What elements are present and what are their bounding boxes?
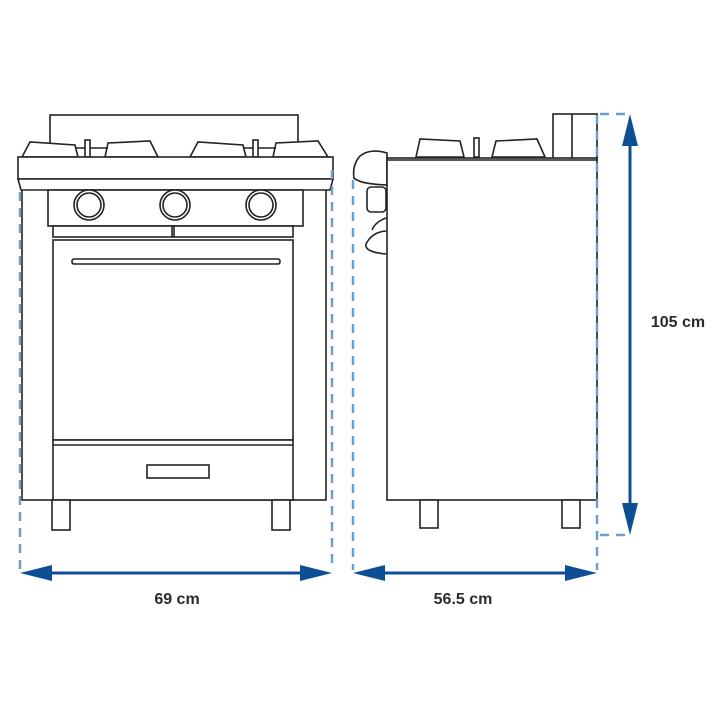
height-arrow xyxy=(622,114,638,535)
width-label: 69 cm xyxy=(154,591,200,608)
control-knobs xyxy=(73,189,277,221)
width-arrow xyxy=(20,565,332,581)
dashed-guides xyxy=(18,112,628,570)
stove-side-view xyxy=(352,113,598,529)
leg xyxy=(419,499,439,529)
side-body xyxy=(386,157,598,501)
leg xyxy=(51,499,71,531)
cooktop xyxy=(17,156,334,180)
drawer-handle xyxy=(146,464,210,479)
oven-handle xyxy=(71,258,281,265)
leg xyxy=(561,499,581,529)
leg xyxy=(271,499,291,531)
knob-icon xyxy=(159,189,191,221)
oven-door xyxy=(52,239,294,441)
knob-icon xyxy=(73,189,105,221)
height-label: 105 cm xyxy=(650,314,706,331)
side-knob-guard xyxy=(352,150,388,186)
side-backsplash xyxy=(552,113,598,161)
depth-label: 56.5 cm xyxy=(433,591,493,608)
stove-front-view xyxy=(16,114,335,531)
depth-arrow xyxy=(353,565,597,581)
knob-icon xyxy=(245,189,277,221)
side-knob xyxy=(366,186,387,213)
